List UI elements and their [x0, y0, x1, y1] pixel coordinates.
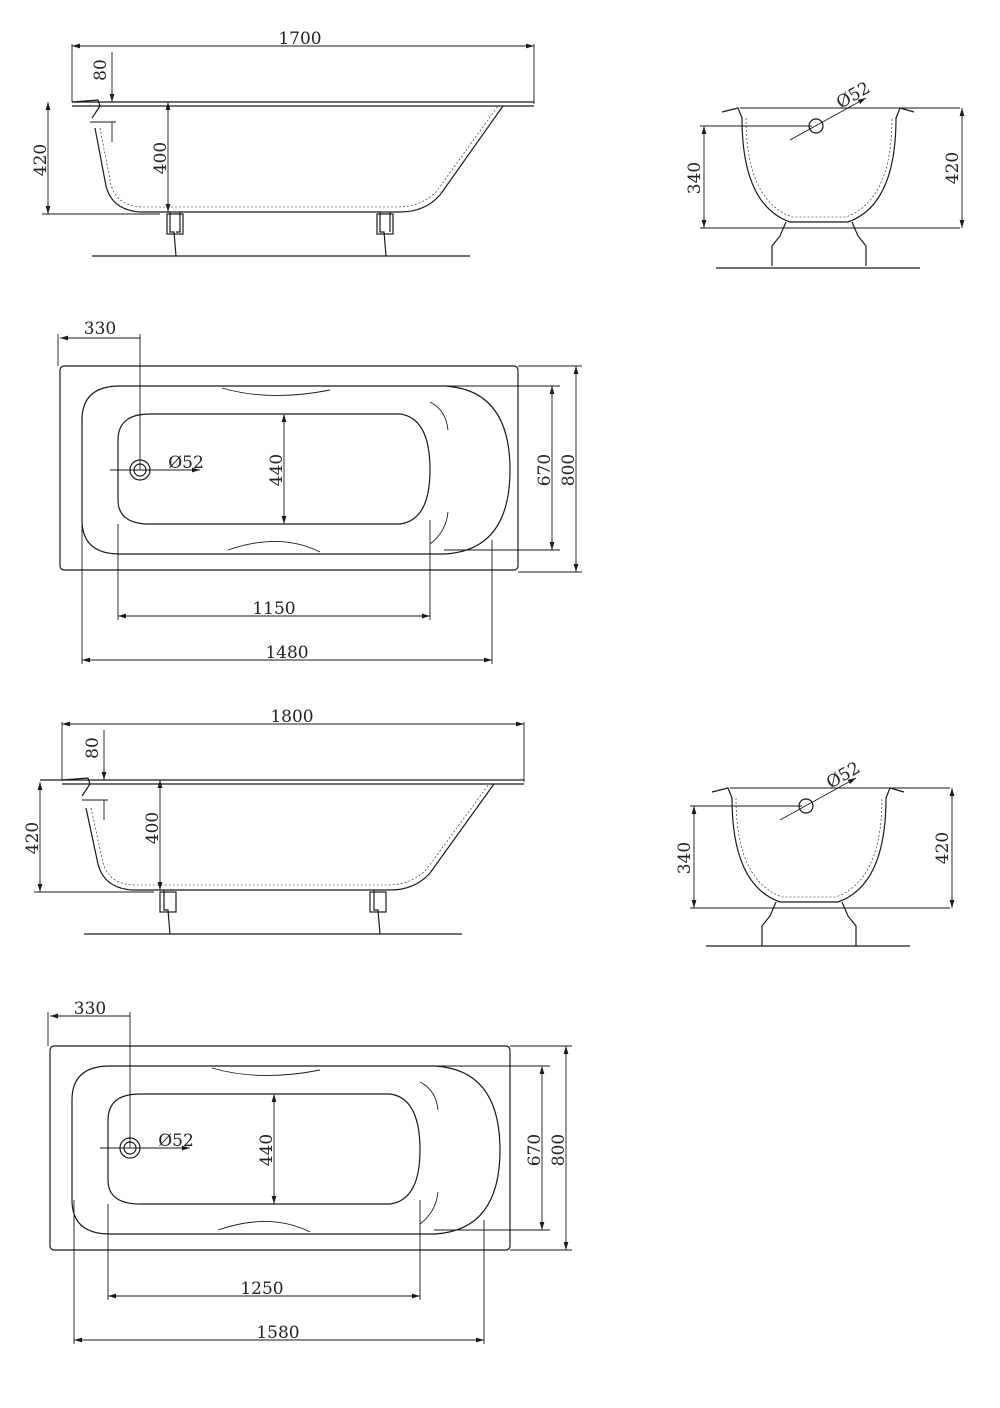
rim-label: 80: [91, 59, 111, 81]
height-inner-label: 400: [143, 812, 163, 844]
drain-offset-label: 330: [84, 319, 116, 339]
length-label: 1800: [270, 707, 313, 727]
side-view-1700: 1700 420 400 80: [31, 29, 535, 257]
drain-label: Ø52: [158, 1131, 194, 1151]
height-inner-label: 340: [675, 842, 695, 874]
height-inner-label: 400: [151, 142, 171, 174]
length-label: 1700: [278, 29, 321, 49]
bottom-length-label: 1150: [252, 599, 295, 619]
drain-label: Ø52: [168, 453, 204, 473]
width-inner-label: 670: [535, 454, 555, 486]
drain-offset-label: 330: [74, 999, 106, 1019]
inner-width-label: 440: [267, 454, 287, 486]
height-total-label: 420: [943, 152, 963, 184]
bottom-length-label: 1250: [240, 1279, 283, 1299]
height-total-label: 420: [23, 822, 43, 854]
inner-width-label: 440: [257, 1134, 277, 1166]
end-view-1700: Ø52 340 420: [685, 78, 965, 269]
side-view-1800: 1800 420 400 80: [23, 707, 525, 935]
width-total-label: 800: [549, 1134, 569, 1166]
height-inner-label: 340: [685, 162, 705, 194]
height-total-label: 420: [933, 832, 953, 864]
plan-view-1800: 330 Ø52 440 1250 1580 670 800: [47, 999, 572, 1344]
height-total-label: 420: [31, 144, 51, 176]
inner-length-label: 1480: [265, 643, 308, 663]
width-total-label: 800: [559, 454, 579, 486]
plan-view-1700: 330 Ø52 440 1150 1480 670 800: [57, 319, 582, 664]
width-inner-label: 670: [525, 1134, 545, 1166]
inner-length-label: 1580: [256, 1323, 299, 1343]
end-view-1800: Ø52 340 420: [675, 758, 955, 947]
rim-label: 80: [83, 737, 103, 759]
